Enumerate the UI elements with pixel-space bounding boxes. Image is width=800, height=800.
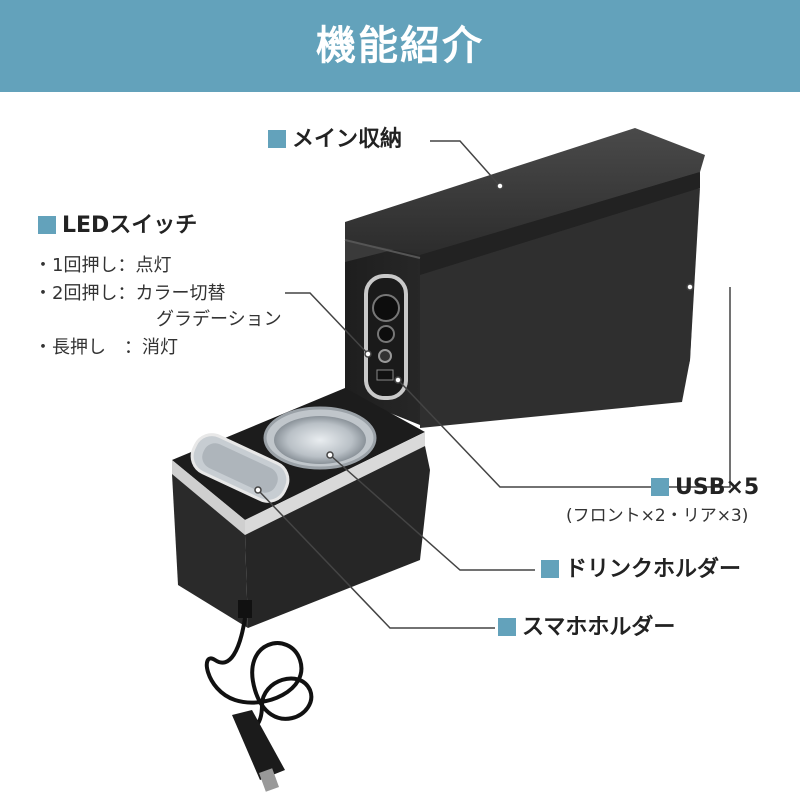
led-list-item: ・1回押し：点灯 [34, 255, 172, 276]
square-bullet-icon [38, 216, 56, 234]
led-list-item: ・長押し：消灯 [34, 337, 178, 358]
leader-phone-holder [257, 489, 495, 629]
leader-usb [645, 287, 731, 488]
page-title: 機能紹介 [316, 23, 484, 69]
usb-sub-label: (フロント×2・リア×3) [566, 506, 749, 526]
main-storage-label: メイン収納 [268, 126, 402, 154]
led-switch-text: LEDスイッチ [62, 213, 198, 238]
leader-main-storage [430, 140, 501, 187]
led-list-item: ・2回押し：カラー切替 [34, 283, 226, 304]
leader-dots [254, 182, 694, 494]
leader-usb-panel [399, 381, 645, 488]
main-storage-text: メイン収納 [292, 127, 403, 152]
power-cable-illustration [204, 600, 314, 792]
drink-holder-illustration [263, 406, 377, 470]
usb-label: USB×5 [651, 474, 759, 502]
led-list-item-continuation: グラデーション [156, 309, 282, 330]
led-switch-label: LEDスイッチ [38, 212, 197, 240]
phone-holder-illustration [190, 433, 290, 503]
phone-holder-label: スマホホルダー [498, 614, 675, 642]
square-bullet-icon [268, 130, 286, 148]
phone-holder-text: スマホホルダー [522, 615, 676, 640]
header-banner: 機能紹介 [0, 0, 800, 92]
usb-text: USB×5 [675, 475, 760, 500]
drink-holder-text: ドリンクホルダー [565, 557, 742, 582]
square-bullet-icon [498, 618, 516, 636]
square-bullet-icon [541, 560, 559, 578]
drink-holder-label: ドリンクホルダー [541, 556, 741, 584]
main-storage-box [344, 128, 705, 428]
usb-panel [364, 274, 408, 400]
leader-drink-holder [329, 454, 535, 571]
leader-lines [257, 140, 731, 629]
square-bullet-icon [651, 478, 669, 496]
leader-led-switch [285, 292, 369, 355]
